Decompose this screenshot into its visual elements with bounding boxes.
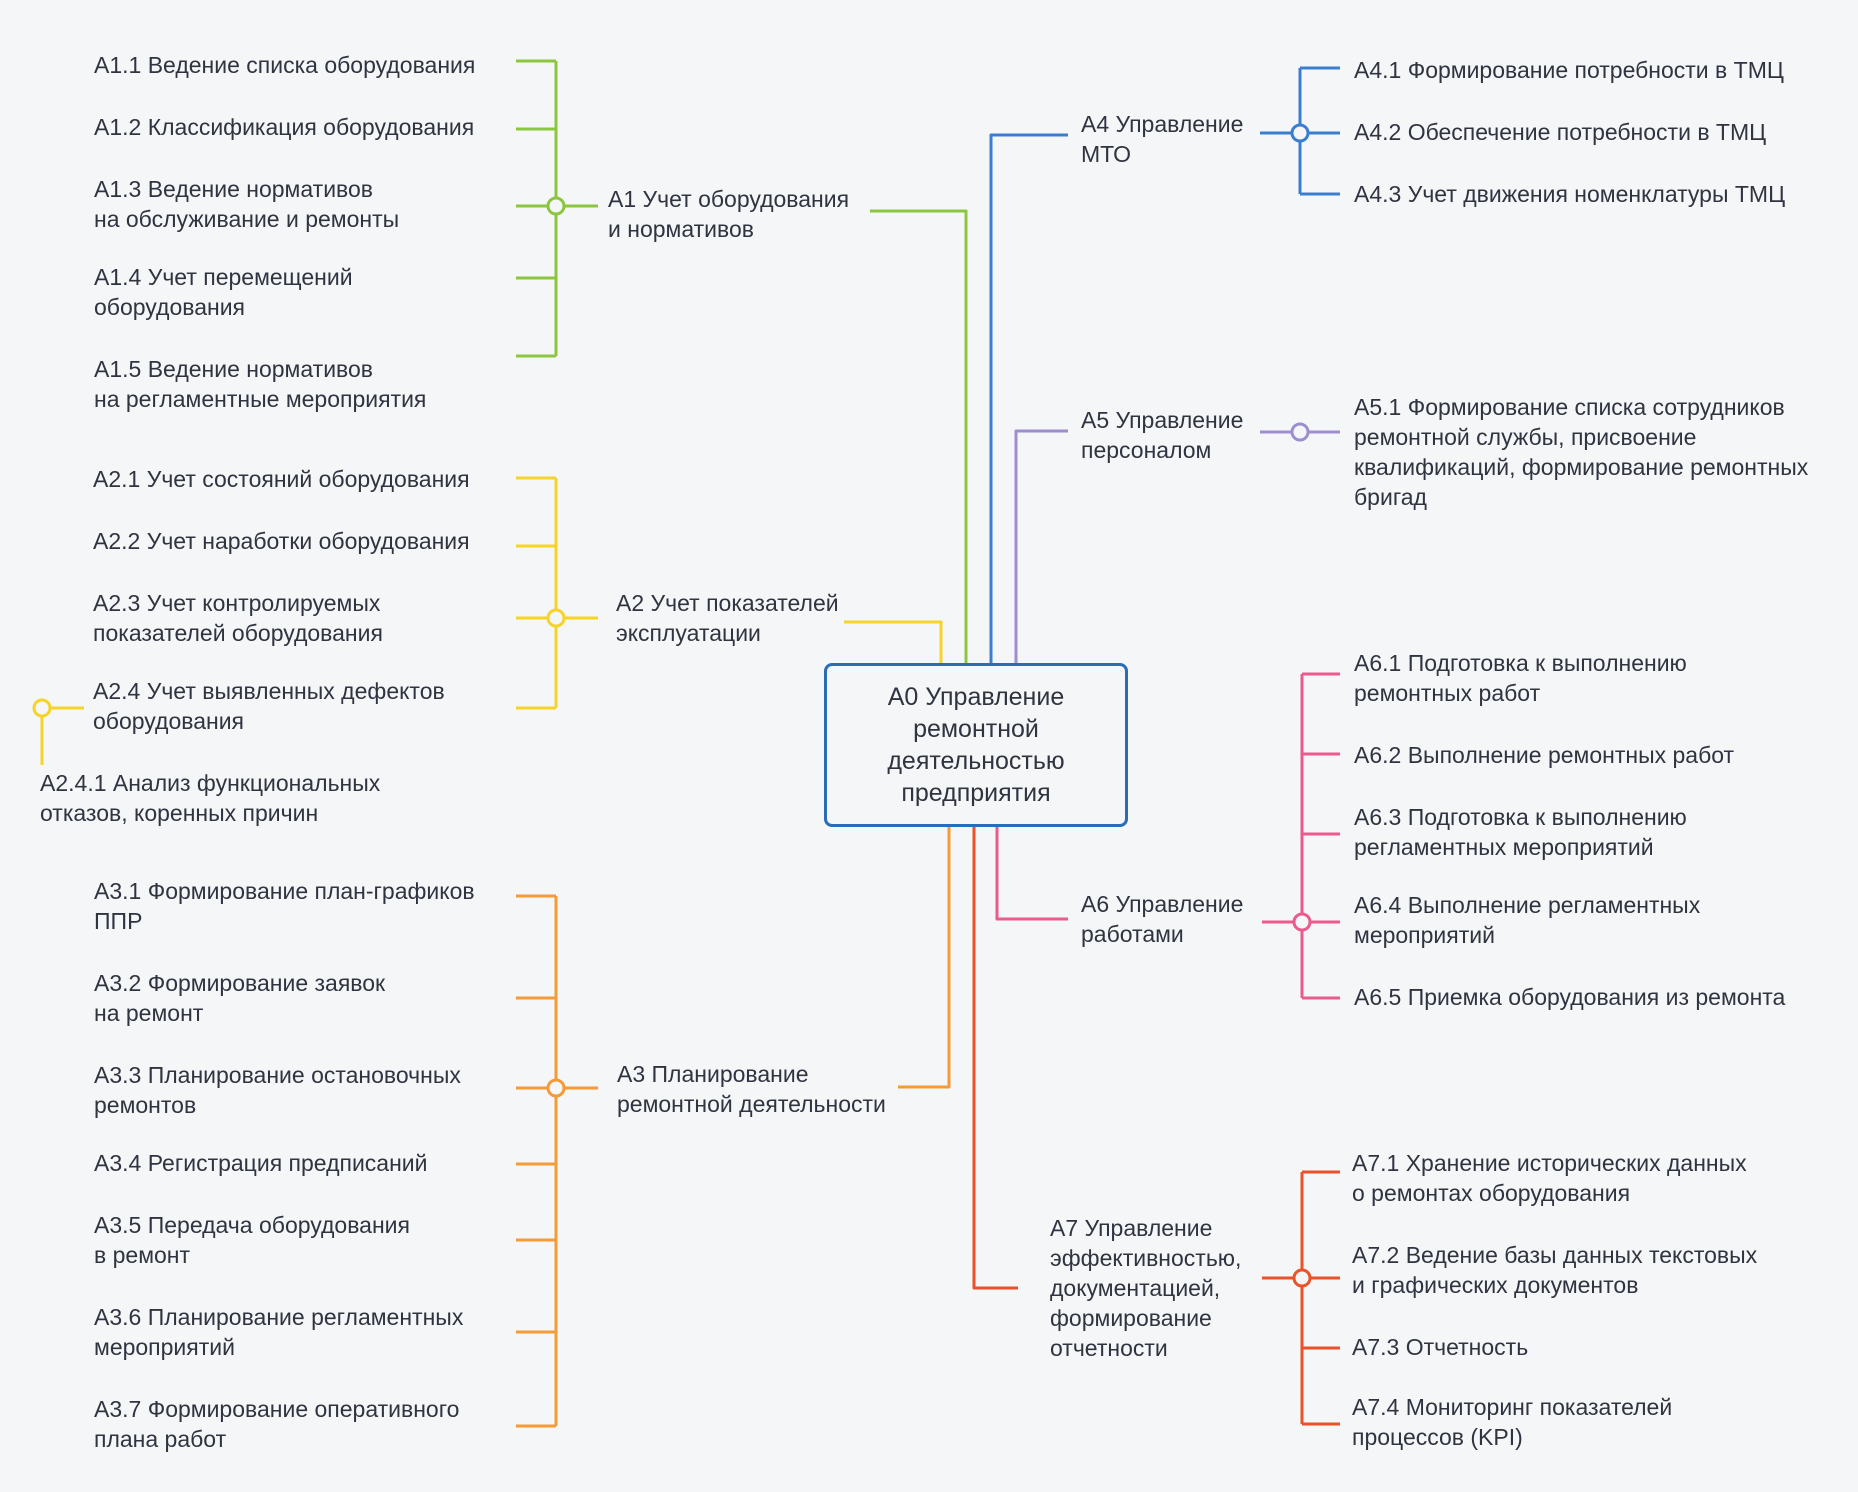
a3-child-1[interactable]: А3.1 Формирование план-графиков ППР (94, 878, 475, 934)
a6-child-4[interactable]: А6.4 Выполнение регламентных мероприятий (1354, 892, 1701, 948)
a1-collapse-node[interactable] (546, 196, 566, 216)
root-node[interactable]: А0 Управление ремонтной деятельностью пр… (824, 663, 1128, 827)
a3-child-2[interactable]: А3.2 Формирование заявок на ремонт (94, 970, 386, 1026)
a4-child-1[interactable]: А4.1 Формирование потребности в ТМЦ (1354, 57, 1784, 83)
a4-child-3[interactable]: А4.3 Учет движения номенклатуры ТМЦ (1354, 181, 1786, 207)
a1-child-2[interactable]: А1.2 Классификация оборудования (94, 114, 475, 140)
a3-collapse-node[interactable] (546, 1078, 566, 1098)
a6-to-root-line (995, 827, 1068, 921)
a4-to-root-line (989, 133, 1068, 663)
a4-collapse-node[interactable] (1290, 123, 1310, 143)
a2-4-1-subchild[interactable]: А2.4.1 Анализ функциональных отказов, ко… (40, 770, 381, 826)
a2-child-4[interactable]: А2.4 Учет выявленных дефектов оборудован… (93, 678, 445, 734)
a1-child-4[interactable]: А1.4 Учет перемещений оборудования (94, 264, 353, 320)
a6-collapse-node[interactable] (1292, 912, 1312, 932)
branch-a4-label[interactable]: А4 Управление МТО (1081, 111, 1244, 167)
a5-child-1[interactable]: А5.1 Формирование списка сотрудников рем… (1354, 394, 1809, 510)
a3-to-root-line (898, 827, 951, 1089)
branch-a5-label[interactable]: А5 Управление персоналом (1081, 407, 1244, 463)
a2-child-1[interactable]: А2.1 Учет состояний оборудования (93, 466, 470, 492)
a6-child-2[interactable]: А6.2 Выполнение ремонтных работ (1354, 742, 1735, 768)
a1-to-root-line (870, 209, 968, 663)
a7-child-2[interactable]: А7.2 Ведение базы данных текстовых и гра… (1352, 1242, 1758, 1298)
a2-4-collapse-node[interactable] (32, 698, 52, 718)
a3-child-5[interactable]: А3.5 Передача оборудования в ремонт (94, 1212, 410, 1268)
a2-to-root-line (844, 620, 943, 663)
a2-4-sub-line (40, 706, 84, 765)
a3-child-7[interactable]: А3.7 Формирование оперативного плана раб… (94, 1396, 460, 1452)
a7-collapse-node[interactable] (1292, 1268, 1312, 1288)
a2-child-3[interactable]: А2.3 Учет контролируемых показателей обо… (93, 590, 383, 646)
branch-a7-label[interactable]: А7 Управление эффективностью, документац… (1050, 1215, 1242, 1361)
branch-a2-label[interactable]: А2 Учет показателей эксплуатации (616, 590, 839, 646)
a6-child-3[interactable]: А6.3 Подготовка к выполнению регламентны… (1354, 804, 1687, 860)
a6-child-1[interactable]: А6.1 Подготовка к выполнению ремонтных р… (1354, 650, 1687, 706)
a3-child-6[interactable]: А3.6 Планирование регламентных мероприят… (94, 1304, 464, 1360)
a5-to-root-line (1014, 429, 1068, 663)
a6-bracket-line (1262, 672, 1340, 1000)
a3-child-3[interactable]: А3.3 Планирование остановочных ремонтов (94, 1062, 461, 1118)
a1-child-3[interactable]: А1.3 Ведение нормативов на обслуживание … (94, 176, 400, 232)
a4-child-2[interactable]: А4.2 Обеспечение потребности в ТМЦ (1354, 119, 1767, 145)
branch-a6-label[interactable]: А6 Управление работами (1081, 891, 1244, 947)
a2-child-2[interactable]: А2.2 Учет наработки оборудования (93, 528, 470, 554)
a3-bracket-line (516, 894, 598, 1428)
a3-child-4[interactable]: А3.4 Регистрация предписаний (94, 1150, 428, 1176)
a7-bracket-line (1262, 1170, 1340, 1426)
a7-child-4[interactable]: А7.4 Мониторинг показателей процессов (K… (1352, 1394, 1673, 1450)
a7-child-3[interactable]: А7.3 Отчетность (1352, 1334, 1529, 1360)
branch-a1-label[interactable]: А1 Учет оборудования и нормативов (608, 186, 850, 242)
a7-to-root-line (972, 827, 1018, 1290)
a1-child-1[interactable]: А1.1 Ведение списка оборудования (94, 52, 476, 78)
a6-child-5[interactable]: А6.5 Приемка оборудования из ремонта (1354, 984, 1786, 1010)
a5-collapse-node[interactable] (1290, 422, 1310, 442)
branch-a3-label[interactable]: А3 Планирование ремонтной деятельности (617, 1061, 886, 1117)
a2-collapse-node[interactable] (546, 608, 566, 628)
a1-child-5[interactable]: А1.5 Ведение нормативов на регламентные … (94, 356, 427, 412)
a7-child-1[interactable]: А7.1 Хранение исторических данных о ремо… (1352, 1150, 1747, 1206)
a2-bracket-line (516, 476, 598, 710)
